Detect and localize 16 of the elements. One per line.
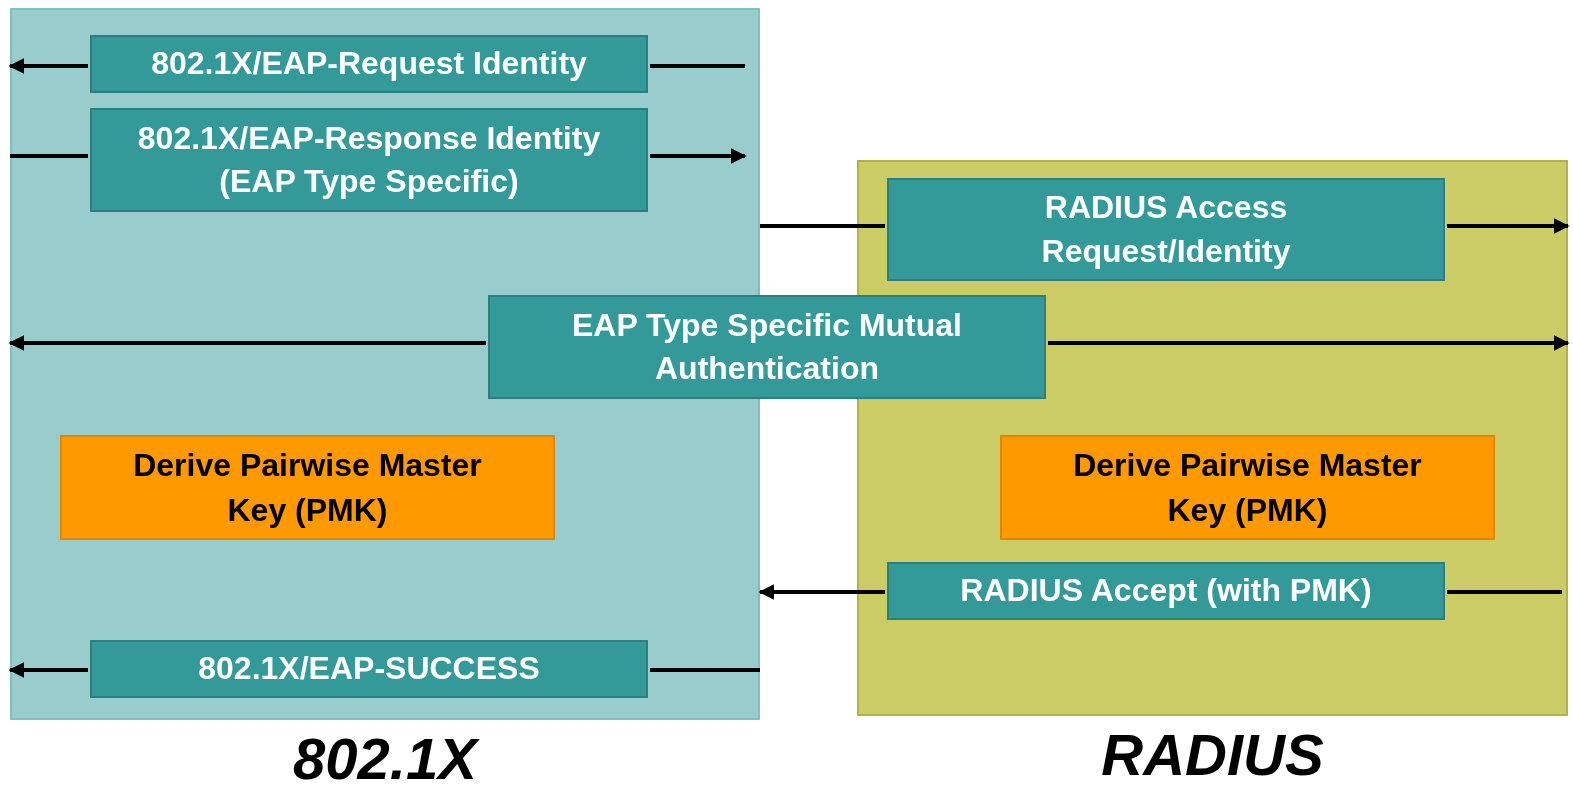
arrow — [8, 662, 88, 678]
panel-heading: RADIUS — [1101, 726, 1324, 784]
message-box: 802.1X/EAP-SUCCESS — [90, 640, 648, 698]
arrow — [758, 584, 885, 600]
arrow — [650, 148, 747, 164]
message-box: 802.1X/EAP-Response Identity (EAP Type Specific) — [90, 108, 648, 212]
message-box: EAP Type Specific Mutual Authentication — [488, 295, 1046, 399]
message-box: RADIUS Access Request/Identity — [887, 178, 1445, 281]
arrow — [1447, 218, 1570, 234]
process-box: Derive Pairwise Master Key (PMK) — [60, 435, 555, 540]
process-box: Derive Pairwise Master Key (PMK) — [1000, 435, 1495, 540]
message-box: 802.1X/EAP-Request Identity — [90, 35, 648, 93]
arrow — [1048, 335, 1570, 351]
message-box: RADIUS Accept (with PMK) — [887, 562, 1445, 620]
arrow — [8, 58, 88, 74]
arrow — [8, 335, 486, 351]
